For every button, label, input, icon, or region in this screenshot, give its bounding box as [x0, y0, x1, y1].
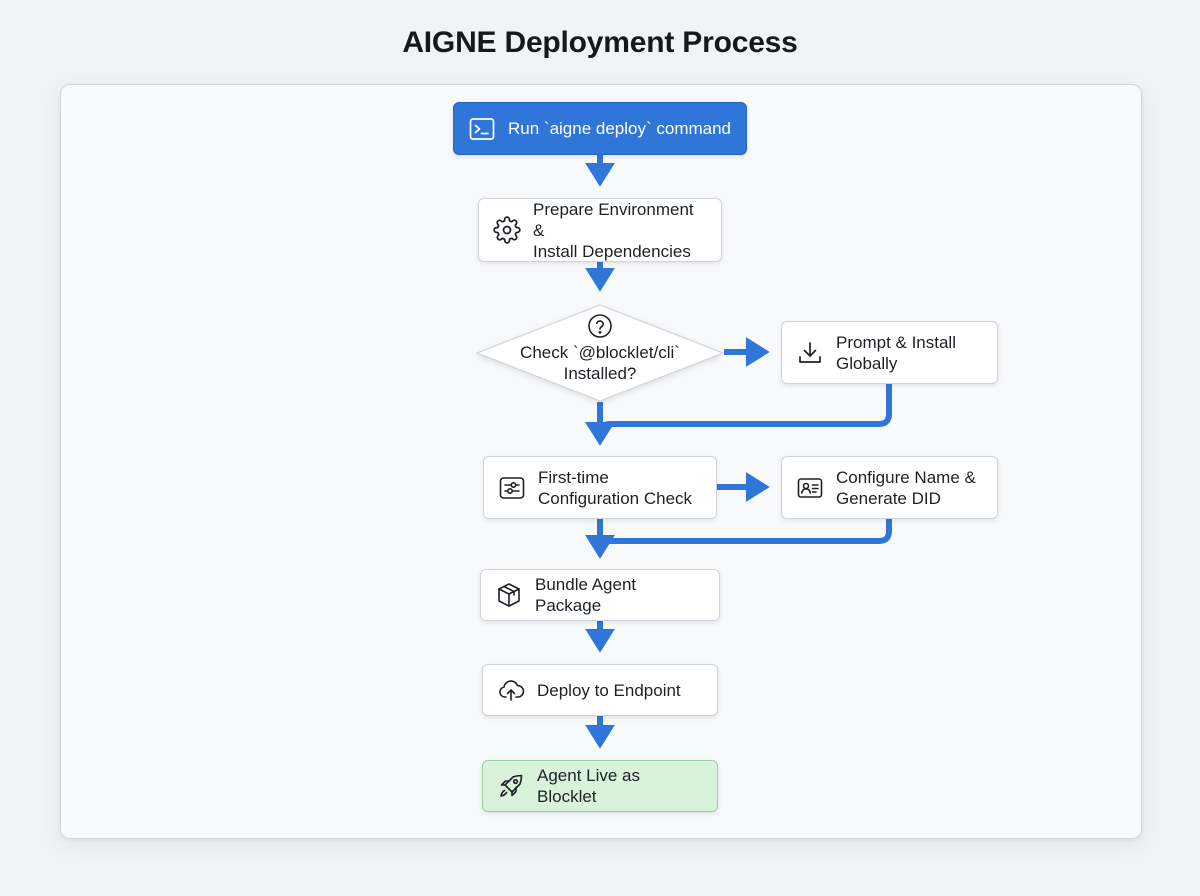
- node-label: Configure Name & Generate DID: [836, 467, 976, 508]
- node-bundle-package: Bundle Agent Package: [480, 569, 720, 621]
- node-configure-did: Configure Name & Generate DID: [781, 456, 998, 519]
- decision-check-blocklet-cli: Check `@blocklet/cli` Installed?: [476, 304, 724, 402]
- node-run-deploy: Run `aigne deploy` command: [453, 102, 747, 155]
- node-prompt-install: Prompt & Install Globally: [781, 321, 998, 384]
- node-label: Deploy to Endpoint: [537, 680, 681, 700]
- node-label: Prepare Environment & Install Dependenci…: [533, 199, 694, 261]
- package-icon: [495, 581, 523, 609]
- decision-diamond: [476, 304, 724, 402]
- node-prepare-environment: Prepare Environment & Install Dependenci…: [478, 198, 722, 262]
- node-label: Agent Live as Blocklet: [537, 766, 641, 806]
- node-agent-live: Agent Live as Blocklet: [482, 760, 718, 812]
- node-label: Run `aigne deploy` command: [508, 119, 732, 138]
- diagram-title: AIGNE Deployment Process: [402, 26, 798, 59]
- gear-icon: [493, 216, 521, 244]
- node-deploy-endpoint: Deploy to Endpoint: [482, 664, 718, 716]
- node-label: Prompt & Install Globally: [836, 332, 956, 373]
- download-icon: [796, 339, 824, 367]
- node-label: Bundle Agent Package: [535, 575, 637, 615]
- sliders-icon: [498, 474, 526, 502]
- question-circle-icon: [587, 313, 613, 339]
- node-config-check: First-time Configuration Check: [483, 456, 717, 519]
- id-card-icon: [796, 474, 824, 502]
- terminal-icon: [468, 115, 496, 143]
- decision-label: Check `@blocklet/cli` Installed?: [520, 343, 680, 383]
- rocket-icon: [497, 772, 525, 800]
- cloud-upload-icon: [497, 676, 525, 704]
- node-label: First-time Configuration Check: [538, 467, 693, 508]
